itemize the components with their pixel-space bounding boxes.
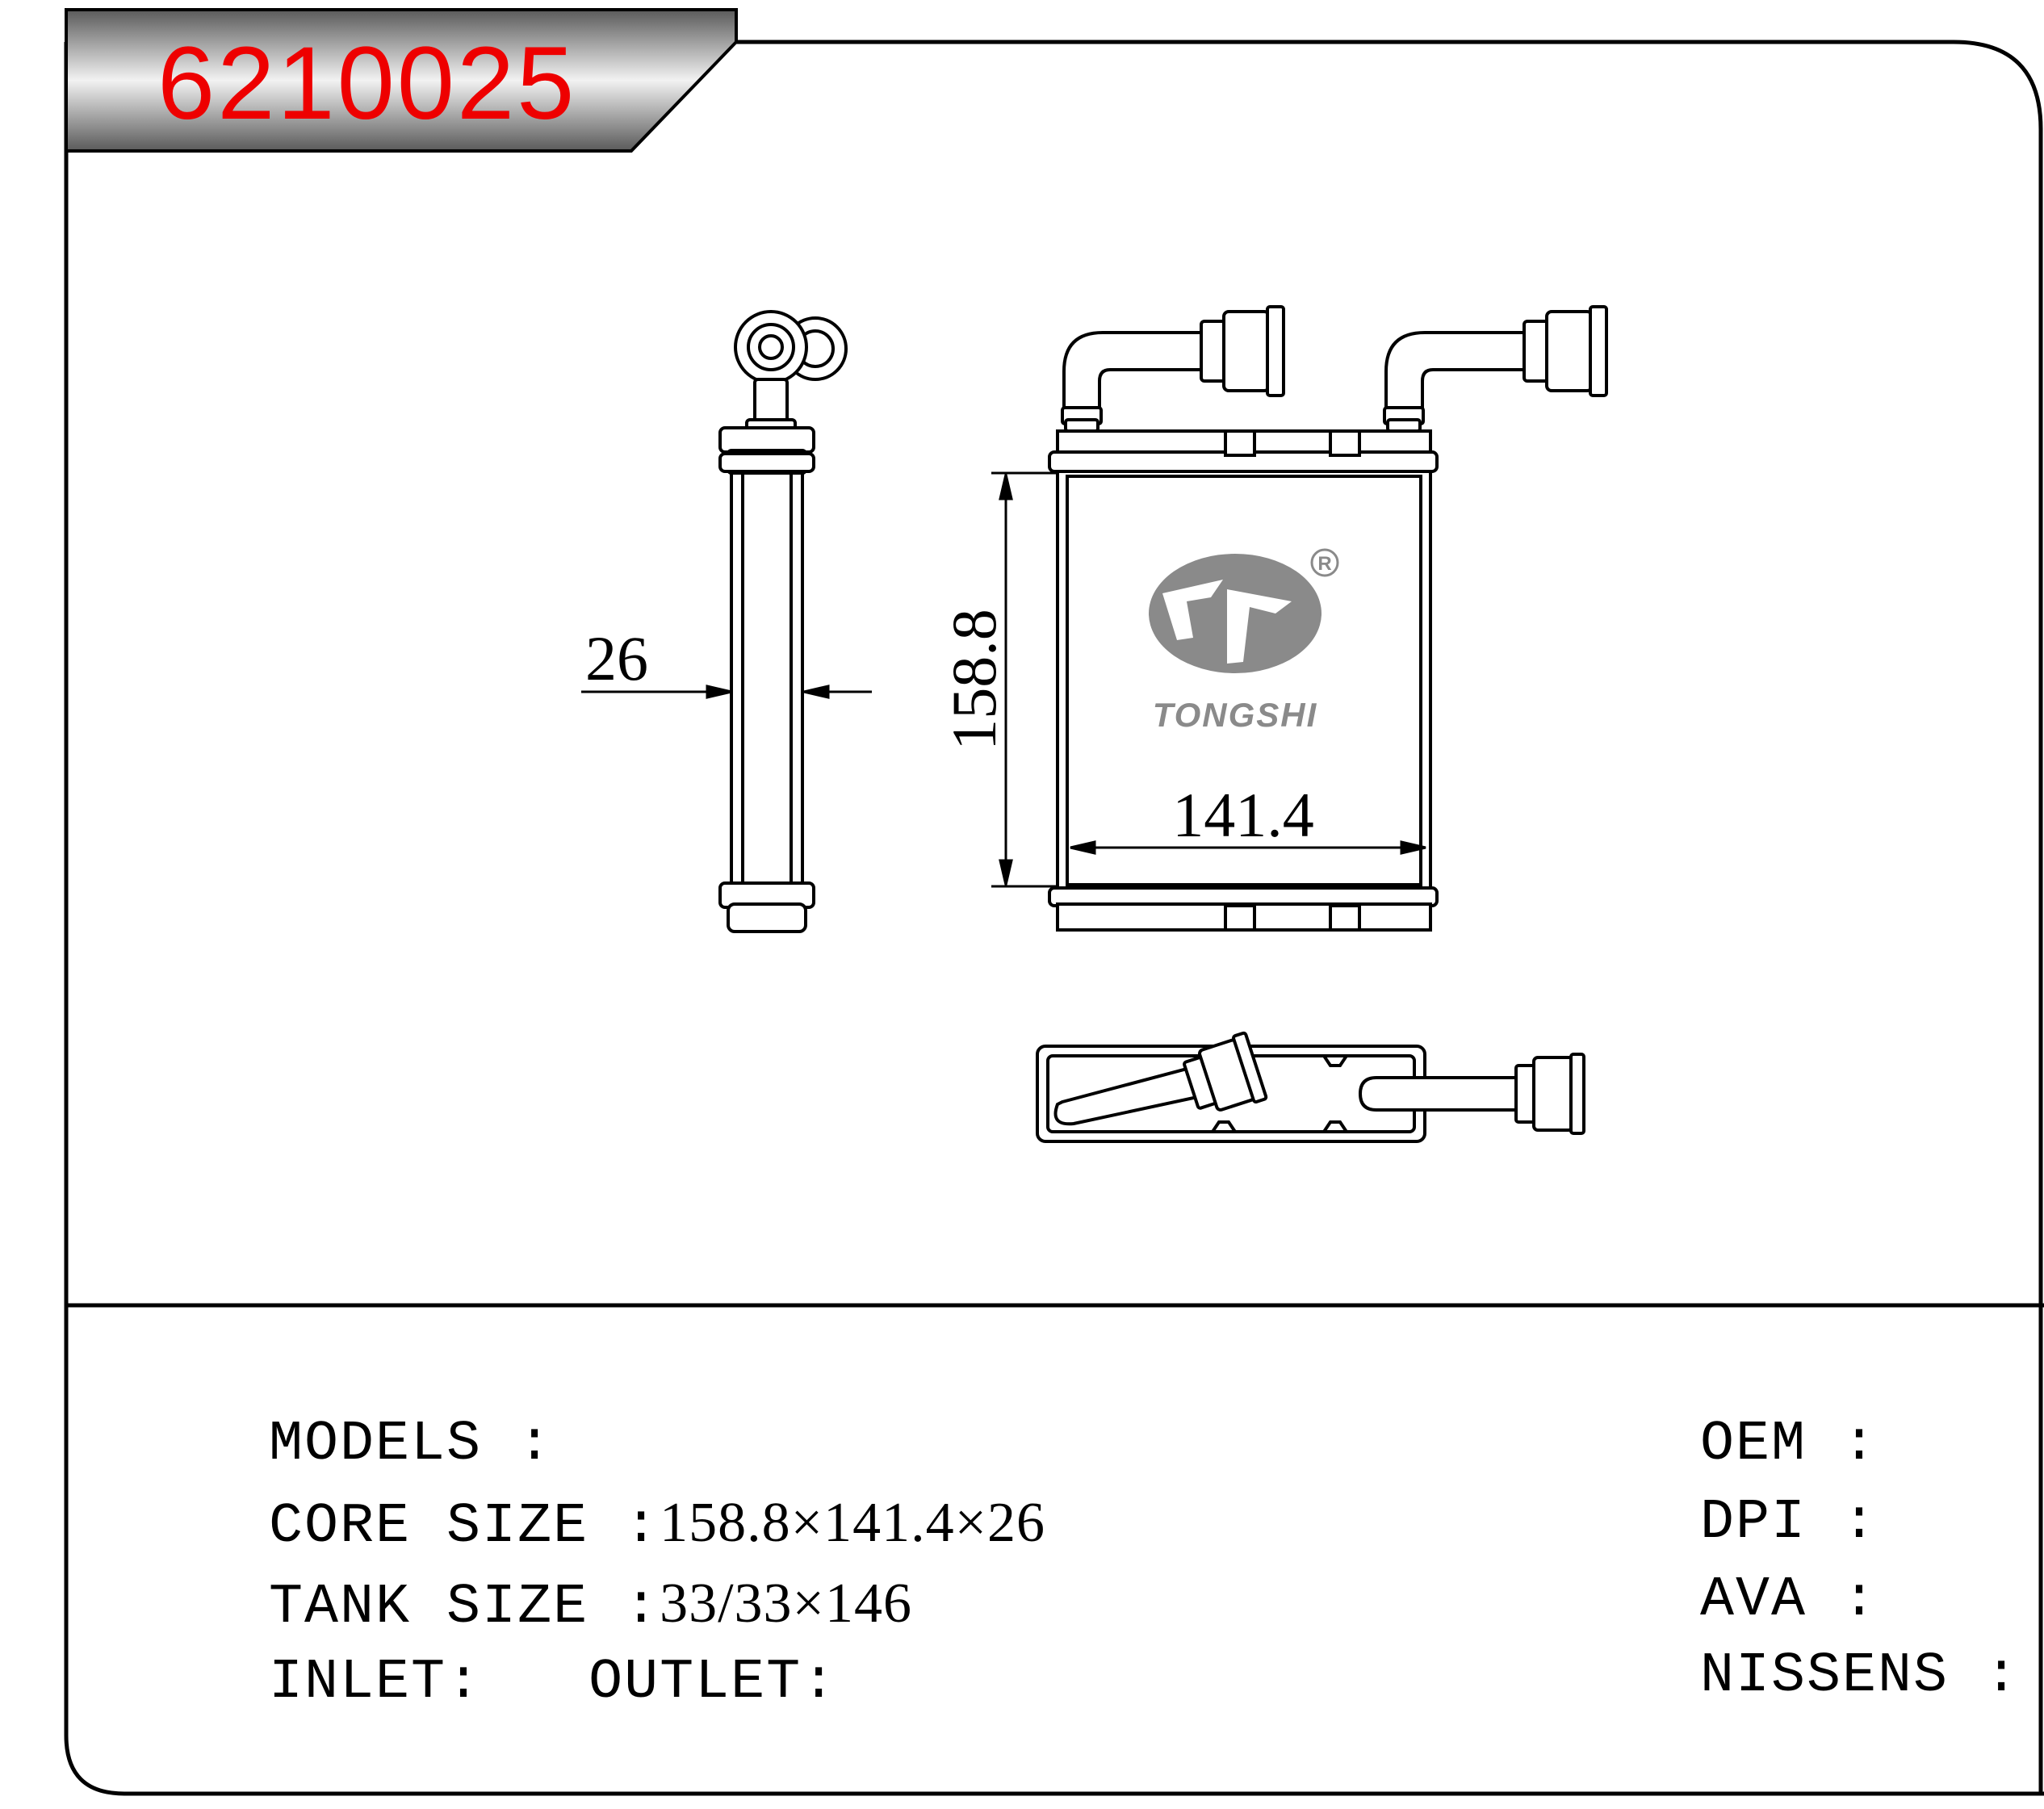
oem-label: OEM :	[1700, 1413, 1879, 1476]
core-size-value: 158.8×141.4×26	[660, 1492, 1046, 1554]
inlet-label: INLET:	[269, 1651, 483, 1715]
spec-tank-size: TANK SIZE :33/33×146	[198, 1519, 912, 1636]
sheet-border	[64, 40, 2044, 1796]
ava-label: AVA :	[1700, 1568, 1879, 1632]
spec-core-size: CORE SIZE :158.8×141.4×26	[198, 1438, 1045, 1556]
brand-name: TONGSHI	[1153, 696, 1318, 734]
tank-size-label: TANK SIZE :	[269, 1576, 660, 1639]
spec-nissens: NISSENS :	[1629, 1592, 2020, 1705]
dimension-height	[991, 471, 1056, 888]
tank-size-value: 33/33×146	[660, 1572, 913, 1635]
models-label: MODELS :	[269, 1413, 554, 1476]
dimension-length	[1070, 840, 1426, 855]
dim-length-label: 141.4	[1172, 780, 1314, 850]
outlet-label: OUTLET:	[588, 1651, 838, 1715]
spec-models: MODELS :	[198, 1360, 553, 1534]
side-top-tank	[718, 426, 815, 454]
spec-inlet-outlet: INLET: OUTLET:	[198, 1598, 837, 1711]
top-pipe-inlet	[1053, 1065, 1204, 1126]
side-view	[718, 310, 848, 933]
dpi-label: DPI :	[1700, 1491, 1879, 1555]
front-view	[1048, 305, 1608, 932]
tongshi-logo: R TONGSHI	[1149, 548, 1339, 734]
spec-oem: OEM :	[1629, 1360, 1878, 1473]
top-pipe-outlet	[1358, 1076, 1519, 1112]
spec-ava: AVA :	[1629, 1516, 1878, 1629]
part-number: 6210025	[157, 26, 576, 141]
registered-mark-circle	[1310, 548, 1339, 577]
spec-dpi: DPI :	[1629, 1438, 1878, 1551]
dim-width-label: 26	[585, 623, 648, 693]
nissens-label: NISSENS :	[1700, 1644, 2021, 1708]
dim-height-label: 158.8	[939, 609, 1009, 751]
front-pipe-inlet	[1062, 331, 1204, 415]
registered-mark: R	[1317, 553, 1331, 575]
top-connector-outlet	[1532, 1056, 1574, 1132]
front-core	[1056, 470, 1432, 891]
core-size-label: CORE SIZE :	[269, 1495, 660, 1559]
dimension-width	[581, 685, 872, 699]
front-connector-outlet	[1523, 320, 1550, 383]
front-pipe-outlet	[1384, 331, 1527, 415]
front-connector-inlet	[1200, 320, 1227, 383]
title-banner: 6210025	[65, 8, 738, 153]
top-view	[1036, 1031, 1585, 1143]
